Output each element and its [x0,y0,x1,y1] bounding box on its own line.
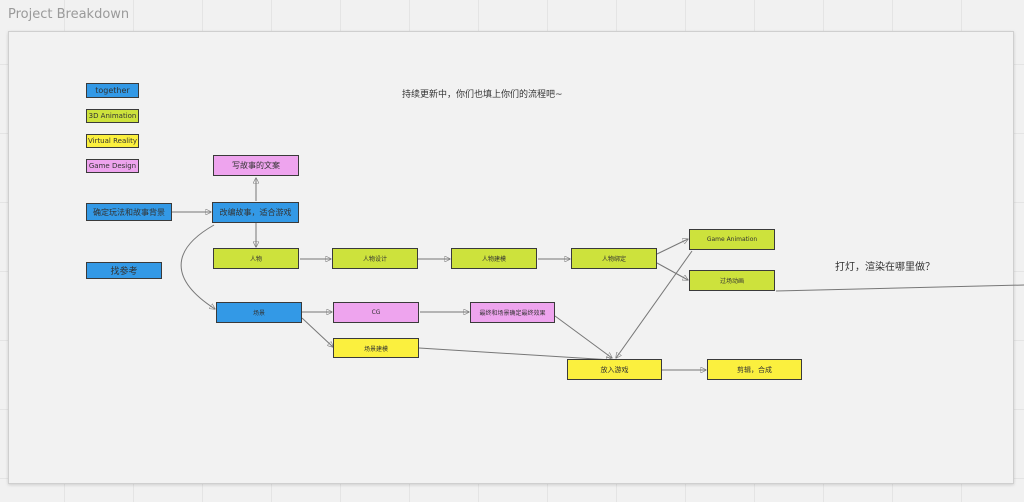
edge-rig-to-game-anim [656,239,688,255]
node-cg[interactable]: CG [333,302,419,323]
node-character-design[interactable]: 人物设计 [332,248,418,269]
node-character-rig[interactable]: 人物绑定 [571,248,657,269]
edge-final-to-import [554,315,612,358]
question-note[interactable]: 打灯，渲染在哪里做？ [835,262,935,273]
legend-together[interactable]: together [86,83,139,98]
legend-game-design[interactable]: Game Design [86,159,139,173]
header-note[interactable]: 持续更新中，你们也填上你们的流程吧~ [402,90,563,100]
legend-virtual-reality[interactable]: Virtual Reality [86,134,139,148]
edge-game-anim-to-import [616,250,693,358]
node-scene[interactable]: 场景 [216,302,302,323]
node-story-adapt[interactable]: 改编故事，适合游戏 [212,202,299,223]
edge-scene-model-to-import [418,347,612,360]
node-find-reference[interactable]: 找参考 [86,262,162,279]
node-story-text[interactable]: 写故事的文案 [213,155,299,176]
legend-3d-animation[interactable]: 3D Animation [86,109,139,123]
node-character[interactable]: 人物 [213,248,299,269]
board-title: Project Breakdown [8,7,130,22]
node-character-model[interactable]: 人物建模 [451,248,537,269]
node-gameplay-background[interactable]: 确定玩法和故事背景 [86,203,172,221]
node-import-game[interactable]: 放入游戏 [567,359,662,380]
edge-rig-to-film-anim [656,262,688,280]
node-film-animation[interactable]: 过场动画 [689,270,775,291]
node-scene-model[interactable]: 场景建模 [333,338,419,358]
edge-scene-to-scene-model [301,317,333,347]
edge-adapt-to-scene [180,224,215,309]
node-game-animation[interactable]: Game Animation [689,229,775,250]
edge-film-anim-to-offboard [775,284,1024,292]
node-cg-final-effect[interactable]: 最终和场景确定最终效果 [470,302,555,323]
node-edit-composite[interactable]: 剪辑，合成 [707,359,802,380]
